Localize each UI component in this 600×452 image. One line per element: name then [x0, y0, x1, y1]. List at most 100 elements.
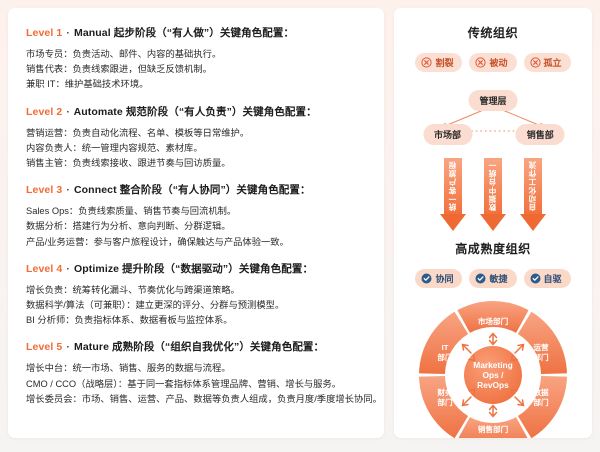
revops-ring-diagram: 市场部门 运营 部门 数据 部门 销售部门 财务 部门 IT 部门 Market… — [416, 298, 570, 438]
level-5-heading: Level 5 · Mature 成熟阶段（“组织自我优化”）关键角色配置： — [26, 339, 368, 354]
ring-center-line3: RevOps — [477, 380, 509, 390]
level-5-role-2: CMO / CCO（战略层）：基于同一套指标体系管理品牌、营销、增长与服务。 — [26, 378, 342, 389]
badge-isolated: 孤立 — [523, 53, 571, 72]
arrow-down-icon — [480, 214, 506, 231]
ring-label-operations-line2: 部门 — [533, 352, 549, 362]
ring-center-line2: Ops / — [483, 370, 505, 380]
level-2-role-1: 营销运营：负责自动化流程、名单、模板等日常维护。 — [26, 127, 250, 138]
ring-center-circle — [464, 346, 522, 404]
arrow-down-icon — [440, 214, 466, 231]
ring-segment-it — [419, 311, 469, 374]
level-3-label: Level 3 — [26, 184, 63, 197]
level-3-role-3: 产品/业务运营：参与客户旅程设计，确保触达与产品体验一致。 — [26, 236, 289, 247]
arrow-1-label: 统一客户旅程 — [448, 160, 458, 212]
level-2-role-3: 销售主管：负责线索接收、跟进节奏与回访质量。 — [26, 158, 231, 169]
arrow-automated-workflow: 自动化工作流 — [520, 158, 546, 234]
level-4-label: Level 4 — [26, 262, 63, 275]
badge-fragmented: 割裂 — [415, 53, 463, 72]
level-1-separator: · — [66, 27, 70, 39]
ring-segments — [419, 300, 567, 438]
level-5-label: Level 5 — [26, 341, 63, 354]
level-3-separator: · — [66, 184, 70, 197]
ring-center-line1: Marketing — [473, 360, 513, 370]
traditional-org-title: 传统组织 — [467, 26, 519, 40]
arrow-unified-data: 数据中台统一 — [480, 158, 506, 234]
ring-label-it-line1: IT — [442, 343, 449, 352]
tree-node-management: 管理层 — [468, 90, 518, 111]
level-4-name: Optimize 提升阶段（“数据驱动”）关键角色配置： — [73, 262, 314, 275]
ring-label-market: 市场部门 — [478, 316, 509, 326]
ring-label-finance-line1: 财务 — [436, 387, 453, 397]
levels-list: Level 1 · Manual 起步阶段（“有人做”）关键角色配置： 市场专员… — [8, 8, 384, 417]
level-1-heading: Level 1 · Manual 起步阶段（“有人做”）关键角色配置： — [26, 25, 368, 40]
badge-passive: 被动 — [469, 53, 517, 72]
traditional-org-tree: 管理层 市场部 销售部 — [402, 86, 584, 148]
level-3-role-2: 数据分析：搭建行为分析、意向判断、分群逻辑。 — [26, 221, 231, 232]
tree-node-sales: 销售部 — [515, 124, 565, 145]
level-4-role-2: 数据科学/算法（可兼职）：建立更深的评分、分群与预测模型。 — [26, 300, 285, 311]
badge-isolated-label: 孤立 — [543, 58, 562, 68]
ring-segment-data — [517, 376, 567, 438]
level-2-separator: · — [66, 105, 70, 118]
arrow-down-icon — [520, 214, 546, 231]
badge-agile: 敏捷 — [469, 269, 517, 288]
level-2-name: Automate 规范阶段（“有人负责”）关键角色配置： — [73, 105, 317, 118]
level-3-role-1: Sales Ops：负责线索质量、销售节奏与回流机制。 — [26, 206, 237, 217]
org-comparison-card: 传统组织 割裂 — [394, 8, 592, 438]
badge-fragmented-label: 割裂 — [435, 58, 454, 68]
badge-collaborative-label: 协同 — [435, 274, 454, 284]
ring-arrows — [461, 332, 525, 418]
ring-label-data-line2: 部门 — [533, 397, 549, 407]
level-block-4: Level 4 · Optimize 提升阶段（“数据驱动”）关键角色配置： 增… — [26, 261, 368, 329]
level-4-role-1: 增长负责：统筹转化漏斗、节奏优化与跨渠道策略。 — [26, 284, 240, 295]
arrow-3-label: 自动化工作流 — [528, 160, 538, 212]
level-block-2: Level 2 · Automate 规范阶段（“有人负责”）关键角色配置： 营… — [26, 104, 368, 172]
ring-label-sales: 销售部门 — [478, 424, 509, 434]
mature-org-title: 高成熟度组织 — [455, 242, 531, 256]
ring-segment-sales — [458, 417, 528, 438]
arrow-unified-journey: 统一客户旅程 — [440, 158, 466, 234]
cross-circle-icon — [421, 57, 433, 68]
ring-segment-operations — [517, 311, 567, 374]
tree-node-marketing: 市场部 — [422, 124, 473, 145]
check-circle-icon — [475, 273, 486, 284]
level-1-label: Level 1 — [26, 27, 63, 39]
level-2-role-2: 内容负责人：统一管理内容规范、素材库。 — [26, 142, 203, 153]
ring-label-operations-line1: 运营 — [533, 342, 549, 352]
ring-label-finance-line2: 部门 — [437, 397, 453, 407]
level-4-separator: · — [66, 262, 70, 275]
level-5-name: Mature 成熟阶段（“组织自我优化”）关键角色配置： — [73, 341, 325, 354]
ring-segment-finance — [419, 376, 469, 438]
level-4-heading: Level 4 · Optimize 提升阶段（“数据驱动”）关键角色配置： — [26, 261, 368, 276]
check-circle-icon — [530, 273, 541, 284]
level-5-role-3: 增长委员会：市场、销售、运营、产品、数据等负责人组成，负责月度/季度增长协同。 — [26, 393, 382, 404]
level-3-heading: Level 3 · Connect 整合阶段（“有人协同”）关键角色配置： — [26, 182, 368, 197]
level-2-label: Level 2 — [26, 105, 63, 118]
check-circle-icon — [421, 273, 432, 284]
level-1-role-2: 销售代表：负责线索跟进，但缺乏反馈机制。 — [26, 64, 212, 75]
level-1-name: Manual 起步阶段（“有人做”）关键角色配置： — [73, 27, 295, 39]
traditional-badge-group: 割裂 被动 — [402, 53, 584, 72]
badge-self-driven-label: 自驱 — [543, 274, 562, 284]
level-2-heading: Level 2 · Automate 规范阶段（“有人负责”）关键角色配置： — [26, 104, 368, 119]
cross-circle-icon — [529, 57, 541, 68]
level-1-role-3: 兼职 IT：维护基础技术环境。 — [26, 79, 149, 90]
levels-card: Level 1 · Manual 起步阶段（“有人做”）关键角色配置： 市场专员… — [8, 8, 384, 438]
level-5-role-1: 增长中台：统一市场、销售、服务的数据与流程。 — [26, 363, 231, 374]
badge-self-driven: 自驱 — [523, 269, 571, 288]
badge-collaborative: 协同 — [415, 269, 463, 288]
badge-agile-label: 敏捷 — [489, 274, 508, 284]
level-block-1: Level 1 · Manual 起步阶段（“有人做”）关键角色配置： 市场专员… — [26, 25, 368, 93]
ring-label-it-line2: 部门 — [437, 352, 453, 362]
cross-circle-icon — [475, 57, 487, 68]
ring-label-data-line1: 数据 — [533, 387, 549, 397]
badge-passive-label: 被动 — [489, 58, 508, 68]
mature-badge-group: 协同 敏捷 — [402, 269, 584, 288]
level-5-separator: · — [66, 341, 70, 354]
arrow-2-label: 数据中台统一 — [488, 160, 498, 212]
level-block-3: Level 3 · Connect 整合阶段（“有人协同”）关键角色配置： Sa… — [26, 182, 368, 250]
level-block-5: Level 5 · Mature 成熟阶段（“组织自我优化”）关键角色配置： 增… — [26, 339, 382, 407]
arrow-shaft: 统一客户旅程 — [444, 158, 462, 214]
arrow-shaft: 数据中台统一 — [484, 158, 502, 214]
